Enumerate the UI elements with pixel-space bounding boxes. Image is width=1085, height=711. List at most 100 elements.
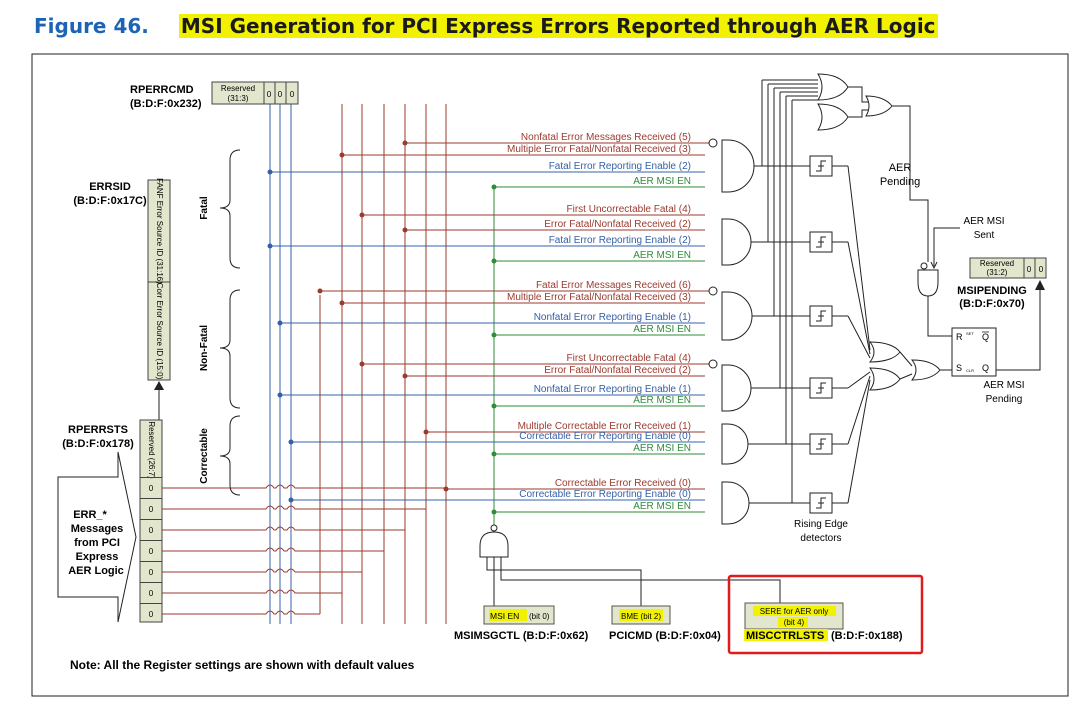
rperrsts-bit: 0: [149, 547, 154, 556]
signal-label: Error Fatal/Nonfatal Received (2): [544, 219, 691, 230]
msimsgctl-register: MSI EN (bit 0): [483, 605, 555, 625]
signal-label: First Uncorrectable Fatal (4): [567, 204, 691, 215]
signal-label: Fatal Error Reporting Enable (2): [549, 161, 691, 172]
errsid-register: FANF Error Source ID (31:16) Corr Error …: [147, 178, 171, 381]
nonfatal-brace: [219, 289, 241, 409]
msipending-reserved: Reserved: [980, 259, 1014, 268]
sr-flipflop: R SET Q S CLR Q: [951, 327, 997, 377]
err-msg-line-3: from PCI: [74, 537, 120, 549]
msimsgctl-name: MSIMSGCTL (B:D:F:0x62): [454, 630, 589, 642]
signal-label: Correctable Error Reporting Enable (0): [519, 489, 691, 500]
and-gate: [721, 291, 753, 341]
figure-title: Figure 46. MSI Generation for PCI Express…: [34, 14, 938, 38]
aer-pending-line-1: AER: [889, 162, 912, 174]
and-gate: [721, 364, 752, 412]
figure-caption: MSI Generation for PCI Express Errors Re…: [178, 14, 938, 38]
group-correctable: Correctable: [199, 428, 210, 484]
group-fatal: Fatal: [199, 196, 210, 220]
or-gate: [868, 341, 901, 363]
rising-edge-line-2: detectors: [800, 533, 841, 544]
msimsgctl-field-name: MSI EN: [490, 611, 519, 621]
err-messages-arrow: [57, 451, 137, 623]
pcicmd-name: PCICMD (B:D:F:0x04): [609, 630, 721, 642]
signal-label: AER MSI EN: [633, 250, 691, 261]
pcicmd-register: BME (bit 2): [611, 605, 671, 625]
ff-q-bottom-label: Q: [982, 363, 989, 373]
diagram-frame: [31, 53, 1069, 697]
miscctrlsts-addr: (B:D:F:0x188): [831, 630, 903, 642]
signal-label: Fatal Error Reporting Enable (2): [549, 235, 691, 246]
msipending-register: Reserved (31:2) 0 0: [969, 257, 1047, 279]
aer-msi-pending-line-2: Pending: [986, 394, 1023, 405]
rperrcmd-reserved-bits: (31:3): [228, 94, 249, 103]
msimsgctl-field-bit: (bit 0): [529, 612, 550, 621]
miscctrlsts-name: MISCCTRLSTS: [746, 630, 824, 642]
or-gate: [869, 367, 901, 391]
or-gate-final: [910, 359, 941, 381]
signal-label: Fatal Error Messages Received (6): [536, 280, 691, 291]
errsid-name: ERRSID: [89, 181, 131, 193]
err-msg-line-5: AER Logic: [68, 565, 124, 577]
and-gate: [721, 481, 750, 525]
or-gate: [817, 103, 849, 131]
aer-pending-line-2: Pending: [880, 176, 920, 188]
rperrcmd-name: RPERRCMD: [130, 84, 194, 96]
msipending-reserved-bits: (31:2): [987, 268, 1008, 277]
or-gate-pending: [865, 95, 893, 117]
miscctrlsts-field-line-1: SERE for AER only: [760, 607, 828, 616]
signal-label: Correctable Error Received (0): [555, 478, 691, 489]
msipending-addr: (B:D:F:0x70): [959, 298, 1025, 310]
signal-label: Nonfatal Error Reporting Enable (1): [534, 384, 691, 395]
aer-msi-pending-line-1: AER MSI: [983, 380, 1024, 391]
rperrcmd-bit-2: 0: [267, 90, 272, 99]
signal-label: AER MSI EN: [633, 501, 691, 512]
signal-label: Multiple Error Fatal/Nonfatal Received (…: [507, 144, 691, 155]
ff-clr-label: CLR: [966, 368, 974, 373]
and-gate-clear: [917, 269, 939, 297]
aer-msi-sent-line-2: Sent: [974, 230, 995, 241]
miscctrlsts-register: SERE for AER only (bit 4): [744, 602, 844, 630]
ff-set-label: SET: [966, 331, 974, 336]
err-msg-line-2: Messages: [71, 523, 124, 535]
fatal-brace: [219, 149, 241, 269]
errsid-field-corr: Corr Error Source ID (15:0): [155, 283, 164, 380]
and-gate: [721, 423, 749, 465]
signal-label: Correctable Error Reporting Enable (0): [519, 431, 691, 442]
and-gate: [721, 218, 752, 266]
figure-number: Figure 46.: [34, 14, 149, 38]
aer-msi-sent-line-1: AER MSI: [963, 216, 1004, 227]
rperrcmd-reserved: Reserved: [221, 84, 255, 93]
rperrsts-reserved: Reserved (26:7): [147, 421, 156, 479]
rising-edge-line-1: Rising Edge: [794, 519, 848, 530]
and-gate-msi-en: [479, 531, 509, 558]
rperrcmd-bit-0: 0: [290, 90, 295, 99]
signal-label: AER MSI EN: [633, 176, 691, 187]
pcicmd-field: BME (bit 2): [621, 612, 661, 621]
rperrsts-bit: 0: [149, 484, 154, 493]
signal-label: Multiple Error Fatal/Nonfatal Received (…: [507, 292, 691, 303]
rperrcmd-bit-1: 0: [278, 90, 283, 99]
signal-label: Error Fatal/Nonfatal Received (2): [544, 365, 691, 376]
ff-s-label: S: [956, 363, 962, 373]
group-nonfatal: Non-Fatal: [199, 325, 210, 371]
rperrsts-bit: 0: [149, 589, 154, 598]
ff-q-top-label: Q: [982, 332, 989, 342]
msipending-bit-1: 0: [1027, 265, 1032, 274]
signal-label: Nonfatal Error Reporting Enable (1): [534, 312, 691, 323]
or-gate: [817, 73, 849, 101]
signal-label: First Uncorrectable Fatal (4): [567, 353, 691, 364]
rperrsts-bit: 0: [149, 568, 154, 577]
signal-label: AER MSI EN: [633, 324, 691, 335]
rperrsts-bit: 0: [149, 526, 154, 535]
ff-r-label: R: [956, 332, 963, 342]
errsid-field-fanf: FANF Error Source ID (31:16): [155, 178, 164, 284]
rperrsts-name: RPERRSTS: [68, 424, 128, 436]
rperrcmd-addr: (B:D:F:0x232): [130, 98, 202, 110]
miscctrlsts-highlight-box: [727, 574, 924, 655]
errsid-addr: (B:D:F:0x17C): [73, 195, 147, 207]
signal-label: Multiple Correctable Error Received (1): [518, 421, 691, 432]
err-msg-line-4: Express: [76, 551, 119, 563]
rperrsts-bit: 0: [149, 505, 154, 514]
msipending-name: MSIPENDING: [957, 285, 1027, 297]
